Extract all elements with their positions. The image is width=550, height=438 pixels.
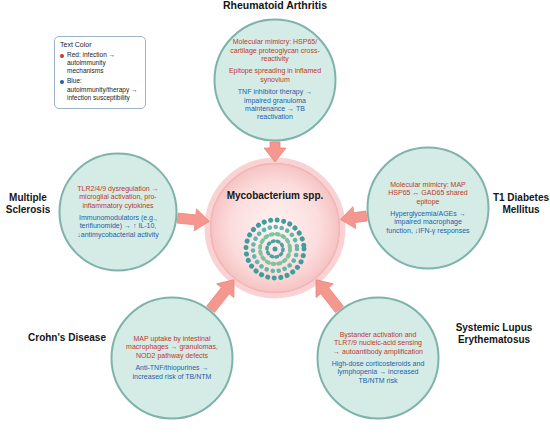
disease-label: Crohn's Disease — [2, 332, 106, 344]
mechanism-text: TNF inhibitor therapy → impaired granulo… — [228, 88, 322, 122]
legend-text: Red: infection → autoimmunity mechanisms — [67, 51, 140, 75]
legend-swatch — [60, 54, 64, 58]
text-area: TLR2/4/9 dysregulation → microglial acti… — [72, 152, 163, 272]
text-area: Bystander activation and TLR7/9 nucleic-… — [331, 296, 425, 420]
pathogen-label: Mycobacterium spp. — [209, 190, 341, 202]
mechanism-text: TLR2/4/9 dysregulation → microglial acti… — [72, 185, 163, 210]
text-area: MAP uptake by intestinal macrophages → g… — [125, 296, 219, 420]
disease-label: T1 Diabetes Mellitus — [492, 192, 550, 216]
block-arrow — [316, 280, 343, 313]
legend-box: Text ColorRed: infection → autoimmunity … — [54, 36, 146, 109]
text-area: Molecular mimicry: MAP HSP65 ↔ GAD65 sha… — [381, 146, 475, 270]
circle-halo — [207, 160, 343, 296]
disease-circle: Rheumatoid ArthritisMolecular mimicry: H… — [213, 18, 337, 142]
disease-label: Systemic Lupus Erythematosus — [444, 322, 544, 346]
mechanism-text: Molecular mimicry: MAP HSP65 ↔ GAD65 sha… — [381, 181, 475, 206]
mechanism-text: Epitope spreading in inflamed synovium — [228, 67, 322, 84]
mechanism-text: MAP uptake by intestinal macrophages → g… — [125, 335, 219, 360]
disease-circle: T1 Diabetes MellitusMolecular mimicry: M… — [366, 146, 490, 270]
disease-label: Multiple Sclerosis — [0, 192, 56, 216]
mechanism-text: Hyperglycemia/AGEs → impaired macrophage… — [381, 210, 475, 235]
pathogen-circle: Mycobacterium spp. — [209, 162, 341, 294]
disease-circle: Crohn's DiseaseMAP uptake by intestinal … — [110, 296, 234, 420]
disease-circle: Multiple SclerosisTLR2/4/9 dysregulation… — [58, 152, 178, 272]
legend-swatch — [60, 80, 64, 84]
text-area: Molecular mimicry: HSP65/ cartilage prot… — [228, 18, 322, 142]
legend-text: Blue: autoimmunity/therapy → infection s… — [67, 77, 140, 101]
circle-outline — [209, 162, 341, 294]
circle-outline — [58, 152, 178, 272]
circle-shape — [60, 154, 177, 271]
legend-row: Red: infection → autoimmunity mechanisms — [60, 51, 140, 75]
legend-row: Blue: autoimmunity/therapy → infection s… — [60, 77, 140, 101]
circle-shape — [318, 298, 439, 419]
disease-label: Rheumatoid Arthritis — [153, 0, 397, 12]
legend-title: Text Color — [60, 40, 140, 49]
disease-circle: Systemic Lupus ErythematosusBystander ac… — [316, 296, 440, 420]
mechanism-text: Bystander activation and TLR7/9 nucleic-… — [331, 331, 425, 356]
mechanism-text: Immunomodulators (e.g., teriflunomide) →… — [72, 214, 163, 239]
circle-shape — [112, 298, 233, 419]
circle-outline — [316, 296, 440, 420]
mechanism-text: Anti-TNF/thiopurines → increased risk of… — [125, 364, 219, 381]
circle-shape — [211, 164, 340, 293]
mechanism-text: Molecular mimicry: HSP65/ cartilage prot… — [228, 38, 322, 63]
text-area — [225, 162, 325, 294]
mechanism-text: High-dose corticosteroids and lymphopeni… — [331, 360, 425, 385]
connector-layer — [177, 142, 367, 313]
circle-shape — [215, 20, 336, 141]
block-arrow — [207, 280, 234, 313]
circle-shape — [368, 148, 489, 269]
circle-outline — [366, 146, 490, 270]
